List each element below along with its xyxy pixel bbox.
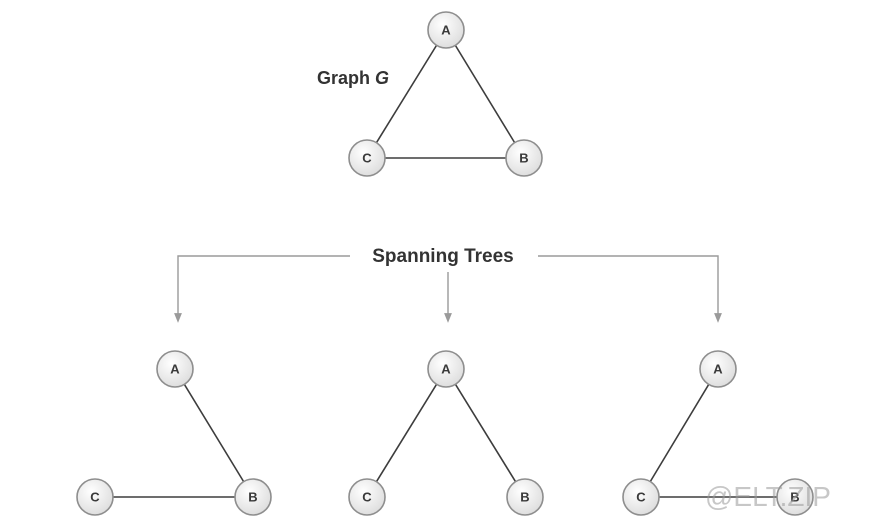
node-label: B (248, 490, 257, 505)
node-c: C (76, 478, 114, 516)
node-c: C (348, 478, 386, 516)
node-label: A (170, 362, 180, 377)
spanning-connector (174, 255, 722, 323)
node-a: A (699, 350, 737, 388)
node-label: C (636, 490, 646, 505)
connector-left (174, 255, 350, 323)
spanning-tree-1: A B C (76, 350, 272, 516)
node-label: A (441, 362, 451, 377)
edge-a-c (366, 29, 447, 159)
node-label: A (441, 23, 451, 38)
node-circle (776, 478, 814, 516)
node-circle (234, 478, 272, 516)
node-circle (348, 139, 386, 177)
node-circle (622, 478, 660, 516)
edge-a-b (174, 368, 254, 498)
edge-a-b (445, 29, 525, 159)
connector-right (538, 255, 722, 323)
node-circle (427, 11, 465, 49)
spanning-tree-3: A B C (622, 350, 814, 516)
node-a: A (427, 11, 465, 49)
spanning-tree-2: A B C (348, 350, 544, 516)
node-circle (76, 478, 114, 516)
node-label: B (519, 151, 528, 166)
node-c: C (348, 139, 386, 177)
edge-a-c (640, 368, 719, 498)
node-label: B (790, 490, 799, 505)
graph-label: Graph G (317, 68, 389, 88)
edge-a-b (445, 368, 526, 498)
node-label: C (90, 490, 100, 505)
node-a: A (427, 350, 465, 388)
node-label: C (362, 151, 372, 166)
node-b: B (234, 478, 272, 516)
node-b: B (505, 139, 543, 177)
node-c: C (622, 478, 660, 516)
spanning-trees-label: Spanning Trees (372, 246, 513, 267)
node-circle (699, 350, 737, 388)
node-circle (156, 350, 194, 388)
edge-a-c (366, 368, 447, 498)
node-circle (505, 139, 543, 177)
node-circle (506, 478, 544, 516)
node-label: A (713, 362, 723, 377)
node-circle (427, 350, 465, 388)
graph-g: A B C (348, 11, 543, 177)
node-b: B (776, 478, 814, 516)
node-b: B (506, 478, 544, 516)
watermark-text: @ELT.ZIP (705, 481, 831, 512)
node-label: C (362, 490, 372, 505)
node-label: B (520, 490, 529, 505)
node-circle (348, 478, 386, 516)
node-a: A (156, 350, 194, 388)
